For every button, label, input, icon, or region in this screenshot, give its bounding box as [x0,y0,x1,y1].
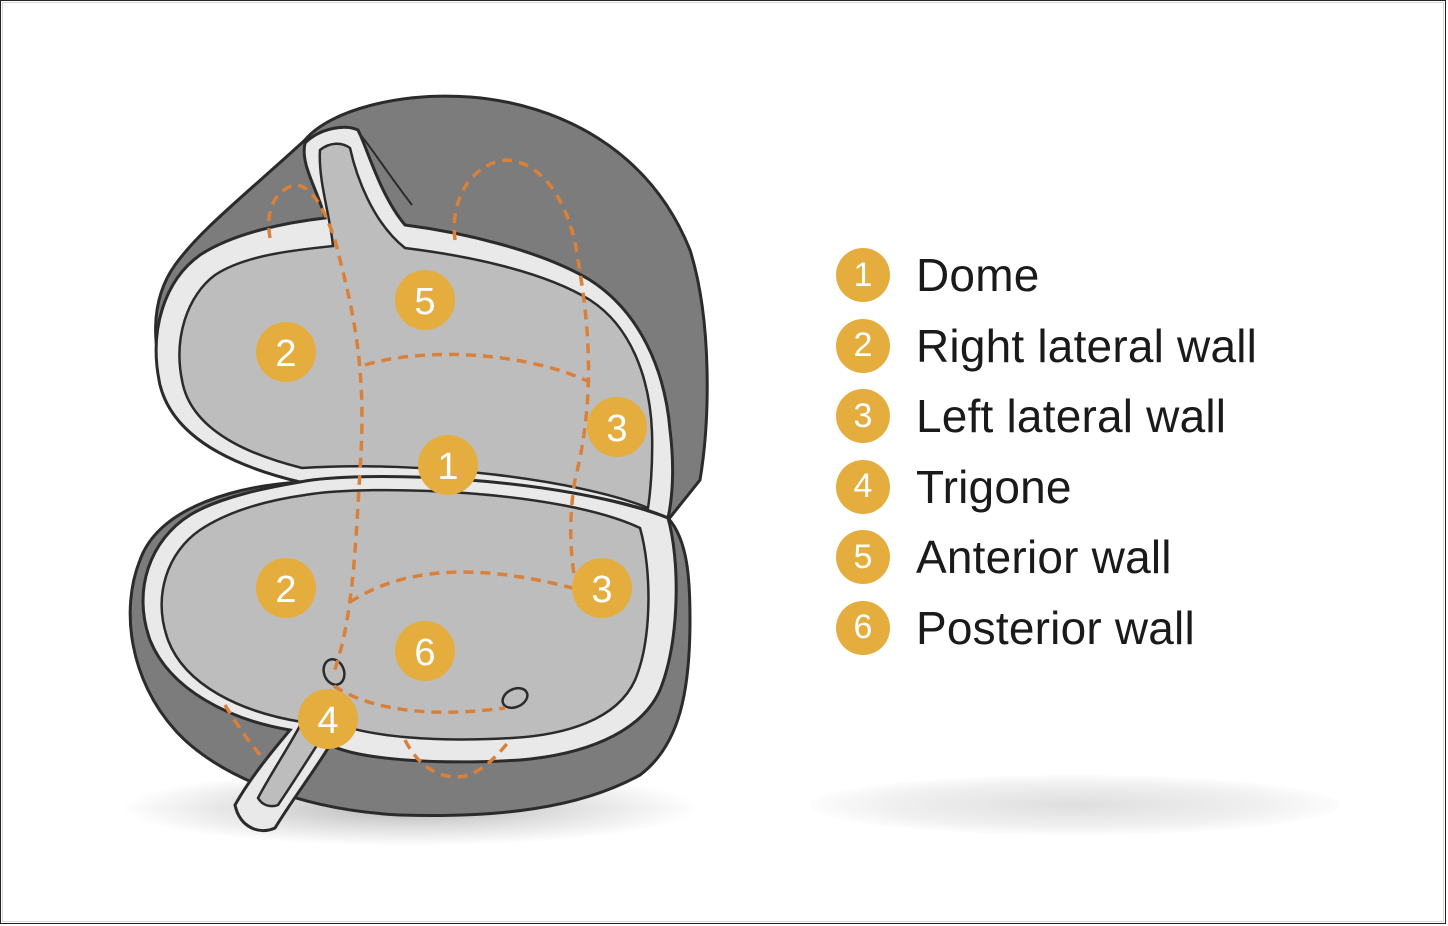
legend-item-left-lateral-wall: 3 Left lateral wall [836,381,1257,452]
legend-item-anterior-wall: 5 Anterior wall [836,522,1257,593]
badge-right-lateral-bottom-circle [256,558,316,618]
badge-posterior-number: 6 [414,632,435,674]
badge-trigone: 4 [298,689,358,749]
dome-right-boundary [452,158,591,611]
badge-right-lateral-top-number: 2 [275,333,296,375]
badge-dome-number: 1 [437,446,458,488]
legend-label: Posterior wall [916,601,1195,654]
legend-shadow [810,775,1340,835]
legend-badge: 1 [836,248,890,303]
badge-posterior: 6 [395,621,455,681]
badge-left-lateral-top-number: 3 [606,408,627,450]
region-outlines [223,158,591,779]
trigone-base [333,684,506,714]
badge-trigone-number: 4 [317,700,338,742]
outer-left-dash [223,704,267,762]
badge-left-lateral-bottom-number: 3 [591,569,612,611]
legend-label: Trigone [916,460,1072,513]
badge-anterior: 5 [395,270,455,330]
badge-dome-circle [418,435,478,495]
anterior-lower-boundary [364,352,591,384]
legend-badge: 2 [836,318,890,373]
badge-trigone-circle [298,689,358,749]
badge-left-lateral-top-circle [587,397,647,457]
badge-dome: 1 [418,435,478,495]
badge-posterior-circle [395,621,455,681]
top-thread [357,131,413,206]
legend-item-right-lateral-wall: 2 Right lateral wall [836,311,1257,382]
outer-bottom-dash [403,738,512,779]
legend-item-dome: 1 Dome [836,240,1257,311]
legend-label: Dome [916,249,1040,302]
left-ureteral-orifice [322,658,346,686]
legend-item-posterior-wall: 6 Posterior wall [836,593,1257,664]
right-ureteral-orifice [501,686,529,710]
legend-badge: 3 [836,389,890,444]
legend-item-trigone: 4 Trigone [836,452,1257,523]
badge-left-lateral-bottom-circle [572,558,632,618]
badge-right-lateral-top-circle [256,322,316,382]
badge-right-lateral-bottom: 2 [256,558,316,618]
legend: 1 Dome 2 Right lateral wall 3 Left later… [836,240,1257,663]
badge-anterior-number: 5 [414,281,435,323]
badge-anterior-circle [395,270,455,330]
legend-badge: 6 [836,600,890,655]
diagram-badges: 1 2 2 3 3 4 5 6 [256,270,647,749]
legend-badge: 4 [836,459,890,514]
legend-badge: 5 [836,530,890,585]
badge-left-lateral-bottom: 3 [572,558,632,618]
legend-label: Right lateral wall [916,319,1258,372]
badge-left-lateral-top: 3 [587,397,647,457]
legend-label: Left lateral wall [916,390,1227,443]
posterior-upper-boundary [349,570,581,604]
badge-right-lateral-top: 2 [256,322,316,382]
badge-right-lateral-bottom-number: 2 [275,569,296,611]
legend-label: Anterior wall [916,531,1172,584]
